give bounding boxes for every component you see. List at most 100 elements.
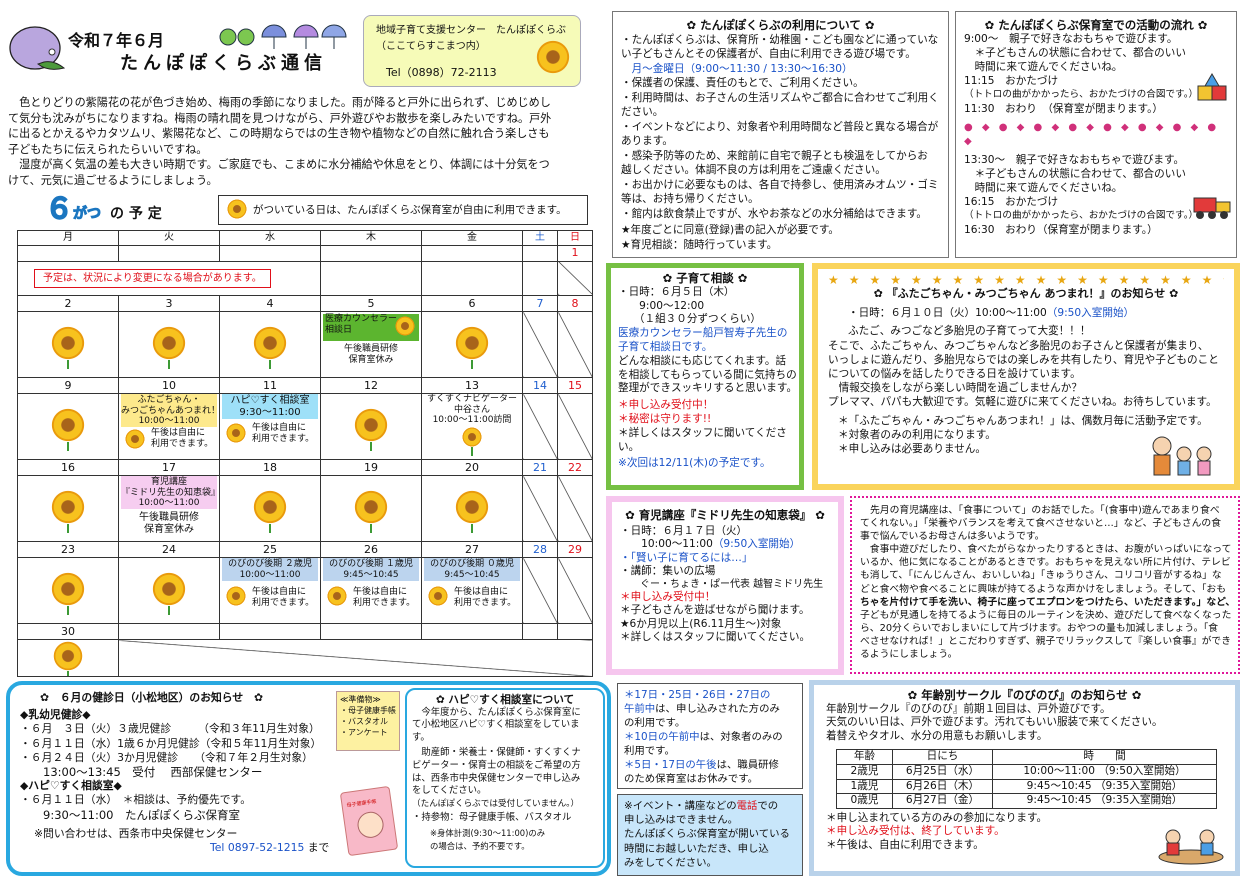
consult-counselor: 医療カウンセラー船戸智寿子先生の [618, 327, 788, 340]
event-navigator: すくすくナビゲーター [426, 394, 517, 405]
consult-slot: （１組３０分ずつくらい） [618, 313, 762, 326]
usage-line: 越しください。体調不良の方は利用をご遠慮ください。 [621, 164, 886, 176]
twins-note: ＊対象者のみの利用になります。 [838, 428, 996, 441]
flow-line: ＊子どもさんの状態に合わせて、都合のいい [964, 168, 1186, 180]
table-cell: 1歳児 [836, 778, 893, 795]
sunflower-icon [253, 489, 287, 524]
closure-line: の利用です。 [624, 717, 686, 729]
date-cell: 8 [557, 295, 593, 313]
issue-date: 令和７年６月 [68, 31, 165, 50]
food-line: 事で悩んでいるお母さんは多いようです。 [860, 531, 1045, 543]
usage-line: ・保護者の保護、責任のもとで、ご利用ください。 [621, 77, 864, 89]
room-closed: 保育室休み [144, 523, 194, 535]
date-cell: 28 [522, 541, 558, 559]
consult-title: ✿ 子育て相談 ✿ [662, 271, 748, 285]
happy-title-text: ハピ♡すく相談室について [448, 694, 575, 706]
health-row: ・６月２４日（火）3か月児健診 （令和７年２月生対象） [20, 750, 313, 764]
event-nobinobi-0y: のびのび後期 ０歳児 [430, 559, 514, 570]
happy-line: をしてください。 [412, 785, 487, 797]
health-section: ◆乳幼児健診◆ [20, 708, 91, 722]
consult-ask: ＊詳しくはスタッフに聞いてくださ [618, 426, 787, 439]
phone-line: 時間にお越しいただき、申し込 [624, 842, 769, 855]
lecture-speaker-name: ぐー・ちょき・ぱー代表 越智ミドリ先生 [620, 579, 824, 591]
free-use-note: 利用できます。 [454, 597, 517, 608]
health-check-box: ✿ ６月の健診日（小松地区）のお知らせ ✿ ◆乳幼児健診◆ ・６月 ３日（火）３… [6, 681, 611, 876]
food-line: 食事中遊びだしたり、食べたがらなかったりするときは、お腹がいっぱいになって [860, 544, 1232, 556]
closure-line: ＊17日・25日・26日・27日の [624, 688, 796, 702]
hydrangea-illustration [8, 24, 66, 76]
usage-line: ・お出かけに必要なものは、各自で持参し、使用済みオムツ・ゴミ [621, 178, 939, 191]
lecture-box: ✿ 育児講座『ミドリ先生の知恵袋』 ✿ ・日時：６月１７日（火） 10:00～1… [606, 496, 844, 675]
center-phone: Tel（0898）72-2113 [386, 66, 497, 79]
event-nobinobi-1y: のびのび後期 １歳児 [329, 559, 413, 570]
closure-text: は、申し込みされた方のみ [655, 703, 780, 715]
event-lecture-title: 『ミドリ先生の知恵袋』 [121, 487, 220, 498]
happy-note: ※身体計測(9:30～11:00)のみ [430, 827, 546, 838]
consult-body: を相談してもらっている間に気持ちの [618, 368, 797, 381]
sunflower-icon [462, 427, 482, 448]
health-contact: ※問い合わせは、西条市中央保健センター [34, 826, 238, 840]
closure-note-box: ＊17日・25日・26日・27日の 午前中は、申し込みされた方のみ の利用です。… [617, 683, 803, 789]
phone-text: ※イベント・講座などの [624, 800, 737, 812]
prep-box: ≪準備物≫ ・母子健康手帳 ・バスタオル ・アンケート [336, 691, 400, 751]
health-section: ◆ハピ♡すく相談室◆ [20, 779, 122, 793]
date-cell: 23 [17, 541, 119, 559]
consult-secret: ＊秘密は守ります!! [618, 412, 712, 425]
flow-line: 11:30 おわり （保育室が閉まります。） [964, 103, 1163, 115]
closure-line: ＊10日の午前中は、対象者のみの [624, 730, 796, 744]
circle-line: 年齢別サークル『のびのび』前期１回目は、戸外遊びです。 [826, 702, 1111, 715]
happy-line: は、西条市中央保健センターで申し込み [412, 772, 581, 784]
intro-text: 色とりどりの紫陽花の花が色づき始め、梅雨の季節になりました。雨が降ると戸外に出ら… [8, 95, 598, 188]
room-closed: 保育室休み [348, 354, 394, 365]
twins-body: いっしょに遊んだり、多胎児ならではの楽しみを共有したり、育児や子どものこと [828, 353, 1219, 366]
food-line: ら、20分くらいでおしまいにして片づけます。おやつの量も加減しましょう。「食 [860, 622, 1219, 634]
consult-ask: い。 [618, 440, 640, 453]
food-line: どと食べ物や食べることに興味が持てるような声かけをしましょう。そして、「おも [860, 583, 1227, 595]
phone-line: たんぽぽくらぶ保育室が開いている [624, 828, 790, 841]
date-cell: 15 [557, 377, 593, 395]
date-cell: 13 [421, 377, 523, 395]
table-header: 年齢 [836, 749, 893, 765]
happy-line: （たんぽぽくらぶでは受付していません。） [412, 798, 580, 809]
circle-line: 天気のいい日は、戸外で遊びます。汚れてもいい服装で来てください。 [826, 716, 1163, 729]
sunflower-icon [536, 40, 570, 78]
usage-line: ・感染予防等のため、来館前に自宅で親子とも検温をしてからお [621, 149, 928, 162]
table-cell: 6月27日（金） [892, 793, 993, 809]
closure-date10: ＊10日の午前中 [624, 731, 700, 743]
table-cell: 6月25日（水） [892, 763, 993, 780]
sunflower-icon [327, 585, 347, 606]
sunflower-icon [51, 407, 85, 442]
twins-title-text: 『ふたごちゃん・みつごちゃん あつまれ！』のお知らせ [886, 287, 1166, 300]
happy-title: ✿ ハピ♡すく相談室について [435, 694, 575, 706]
phone-note-box: ※イベント・講座などの電話での 申し込みはできません。 たんぽぽくらぶ保育室が開… [617, 794, 803, 876]
event-time: 9:45～10:45 [343, 569, 399, 580]
twins-body: 情報交換をしながら楽しい時間を過ごしませんか？ [828, 382, 1082, 395]
phone-line: みをしてください。 [624, 856, 717, 869]
toy-train-illustration [1192, 190, 1232, 220]
date-cell: 12 [320, 377, 422, 395]
lecture-time-text: 10:00～11:00 [620, 538, 713, 551]
children-sandbox-illustration [1157, 823, 1225, 865]
health-tel-number[interactable]: Tel 0897-52-1215 [210, 841, 305, 855]
consult-apply: ＊申し込み受付中！ [618, 399, 714, 412]
date-cell: 25 [219, 541, 321, 559]
legend-text: がついている日は、たんぽぽくらぶ保育室が自由に利用できます。 [253, 204, 567, 216]
lecture-target: ★6か月児以上(R6.11月生～)対象 [620, 617, 782, 630]
sunflower-icon [226, 585, 246, 606]
frog-umbrella-illustration [218, 19, 350, 51]
lecture-title-text: 育児講座『ミドリ先生の知恵袋』 [638, 508, 812, 522]
closure-line: のため保育室はお休みです。 [624, 773, 759, 785]
event-navigator-name: 中谷さん [453, 404, 490, 415]
consult-title-text: 子育て相談 [676, 271, 734, 285]
twins-body: についての悩みを話したりできる日を設けています。 [828, 368, 1081, 381]
table-header: 時 間 [992, 749, 1217, 765]
age-circle-box: ✿ 年齢別サークル『のびのび』のお知らせ ✿ 年齢別サークル『のびのび』前期１回… [809, 680, 1240, 876]
day-header: 木 [320, 230, 422, 246]
event-time: 10:00～11:00 [239, 569, 301, 580]
happy-line: て小松地区ハピ♡すく相談室をしていま [412, 719, 580, 731]
food-line: べさせなければ！」とこだわりすぎず、親子でリラックスして『楽しい食事』ができ [860, 635, 1232, 647]
date-cell: 29 [557, 541, 593, 559]
health-title-text: ６月の健診日（小松地区）のお知らせ [59, 691, 244, 704]
month-number: ６ [44, 191, 74, 226]
date-cell: 5 [320, 295, 422, 313]
